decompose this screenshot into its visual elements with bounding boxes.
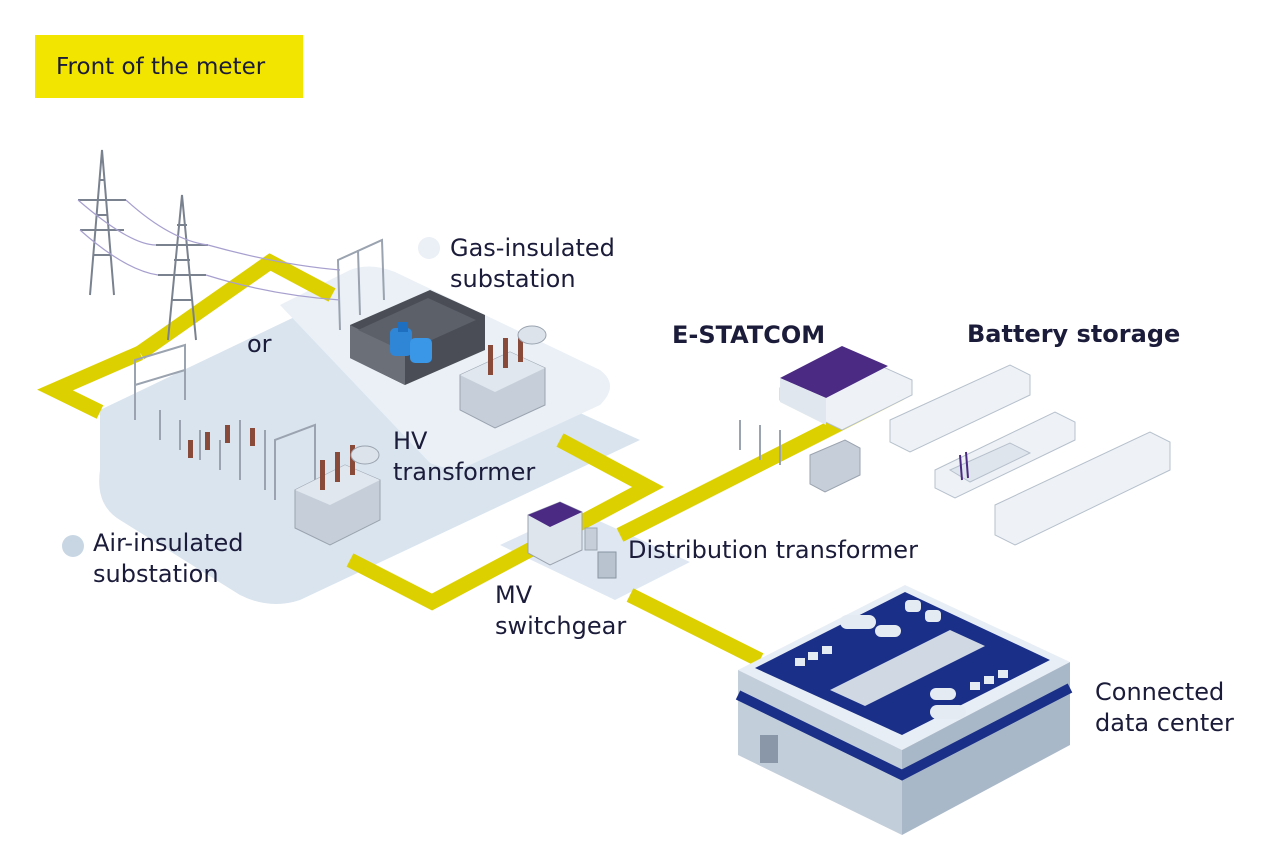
- label-hv-transformer: HV transformer: [393, 427, 536, 486]
- power-lines: [77, 199, 341, 301]
- gas-insulated-legend-dot: [418, 237, 440, 259]
- hv-transformer-gis: [459, 325, 547, 429]
- hv-transformer-ais: [294, 445, 381, 546]
- battery-cables: [959, 451, 969, 481]
- label-or: or: [247, 330, 272, 358]
- data-center-building: [735, 585, 1073, 835]
- air-insulated-legend-dot: [62, 535, 84, 557]
- air-insulated-equipment: [134, 343, 316, 500]
- label-distribution-transformer: Distribution transformer: [628, 536, 918, 564]
- insulators: [188, 425, 255, 458]
- label-e-statcom: E-STATCOM: [672, 321, 826, 349]
- front-of-meter-tag: Front of the meter: [35, 35, 303, 98]
- e-statcom-building: [739, 346, 913, 493]
- label-battery-storage: Battery storage: [967, 320, 1181, 348]
- label-air-insulated-substation: Air-insulated substation: [93, 529, 244, 588]
- transmission-towers: [78, 149, 385, 341]
- label-mv-switchgear: MV switchgear: [495, 581, 627, 640]
- label-connected-data-center: Connected data center: [1095, 678, 1234, 737]
- gas-insulated-building: [350, 290, 485, 385]
- battery-storage: [889, 364, 1171, 546]
- mv-switchgear: [527, 501, 617, 579]
- label-gas-insulated-substation: Gas-insulated substation: [450, 234, 615, 293]
